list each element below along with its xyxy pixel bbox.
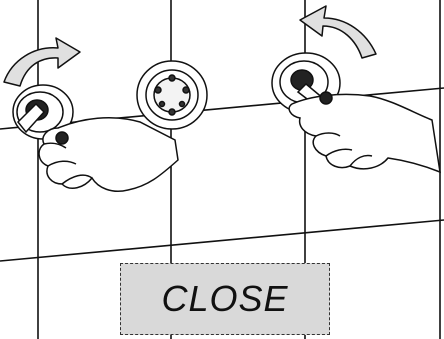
finger-line (43, 142, 67, 149)
finger-line (315, 132, 341, 137)
right-fixture (271, 52, 441, 174)
hand (38, 117, 179, 192)
finger-line (61, 174, 93, 185)
valve-port (182, 86, 190, 94)
finger-line (325, 148, 353, 157)
curved-arrow-right-icon (3, 37, 81, 87)
valve-port (178, 100, 186, 108)
valve-body (153, 77, 191, 113)
valve-port (158, 100, 166, 108)
valve-port (168, 74, 176, 82)
close-label-box: CLOSE (120, 263, 330, 335)
handle-lever (16, 102, 46, 134)
center-fixture (136, 60, 208, 130)
hand (288, 93, 441, 174)
valve-cap (55, 131, 69, 145)
valve-cap (319, 91, 333, 105)
valve-port (168, 108, 176, 116)
left-fixture (12, 84, 179, 192)
close-label: CLOSE (161, 278, 289, 319)
valve-port (154, 86, 162, 94)
finger-line (47, 160, 77, 167)
curved-arrow-left-icon (299, 5, 377, 59)
tile-line (0, 219, 444, 262)
finger-line (349, 154, 373, 167)
